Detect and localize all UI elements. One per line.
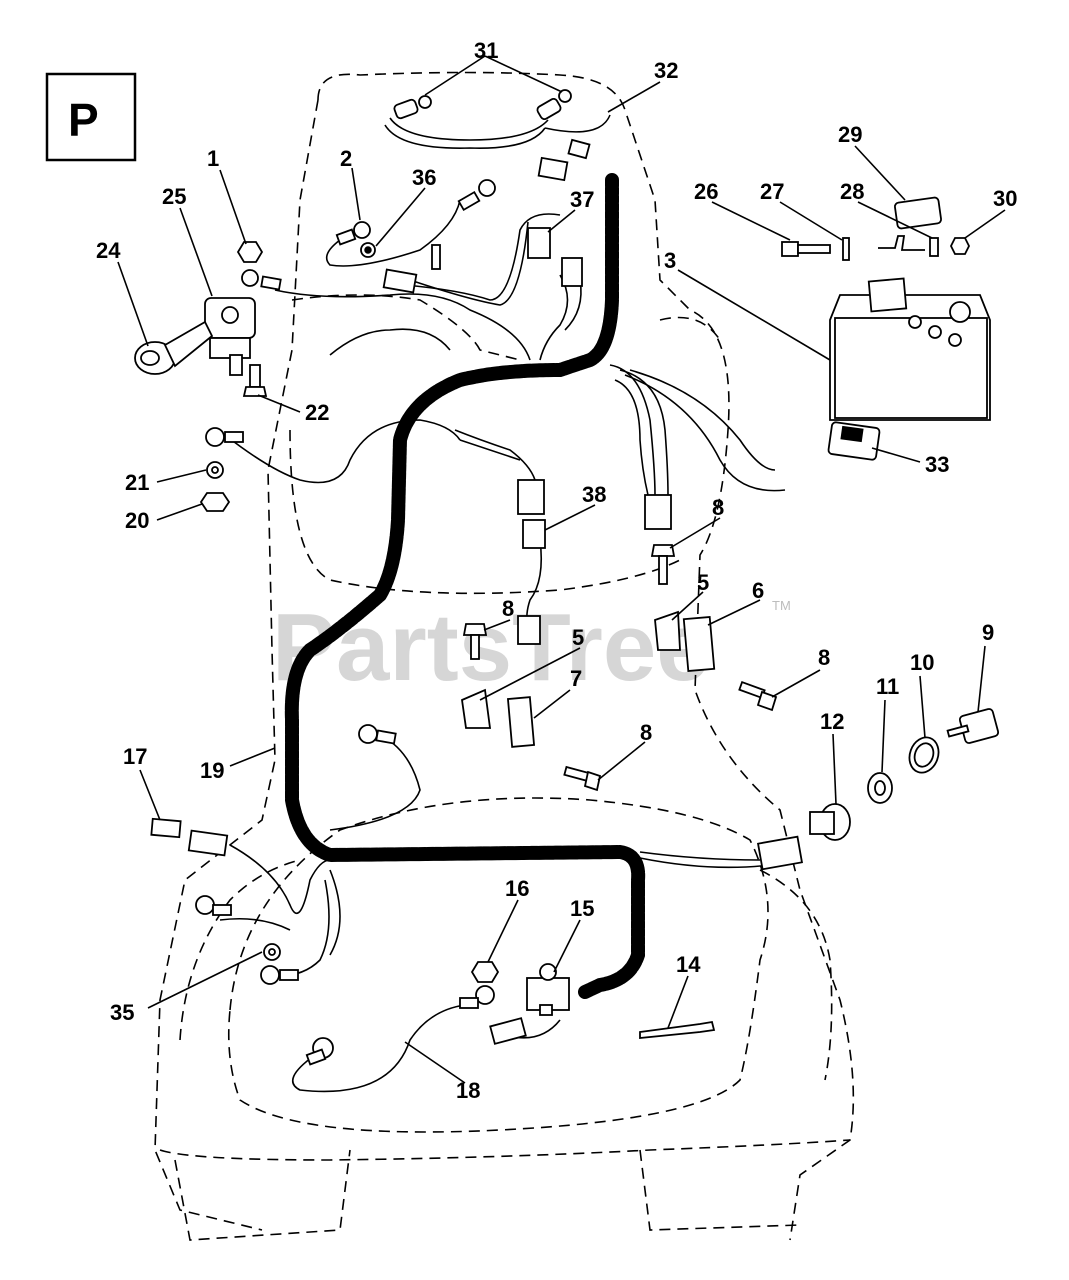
bracket-5b <box>461 688 492 729</box>
callout-1: 1 <box>207 146 219 171</box>
light-switch-33 <box>827 421 881 461</box>
terminal-boot <box>134 320 214 375</box>
callout-36: 36 <box>412 165 436 190</box>
ring-terminal-21a <box>205 427 225 447</box>
connector-12 <box>757 835 803 871</box>
callout-5b: 5 <box>572 625 584 650</box>
connector-32a <box>537 156 569 182</box>
callout-17: 17 <box>123 744 147 769</box>
callout-15: 15 <box>570 896 594 921</box>
connector-38c <box>644 494 672 530</box>
bolt-8b <box>462 623 488 660</box>
bracket-5a <box>654 610 681 651</box>
leader-lines <box>117 55 1006 1084</box>
callout-3: 3 <box>664 248 676 273</box>
section-badge: P <box>45 72 137 162</box>
nut-16 <box>470 961 500 983</box>
connector-32b <box>567 138 591 160</box>
terminal-28 <box>929 237 939 257</box>
plug-small <box>431 244 441 270</box>
ring-terminal-2 <box>335 221 371 246</box>
watermark: PartsTree <box>272 594 710 701</box>
pto-switch-15 <box>526 963 570 1016</box>
callout-26: 26 <box>694 179 718 204</box>
callout-20: 20 <box>125 508 149 533</box>
connector-38a <box>517 479 545 515</box>
washer-27 <box>842 237 850 261</box>
coiled-harness <box>284 173 646 999</box>
callout-10: 10 <box>910 650 934 675</box>
ring-terminal-lower-a <box>195 895 215 915</box>
callout-labels: 31 32 29 1 2 36 25 37 26 27 28 30 24 3 2… <box>96 38 1017 1103</box>
bolt-8a <box>650 544 676 585</box>
battery-pad-29 <box>894 196 942 230</box>
headlight-bulb-right <box>536 89 572 120</box>
ignition-switch-12 <box>809 803 851 841</box>
bolt-8c <box>738 680 778 712</box>
callout-11: 11 <box>876 674 899 699</box>
callout-12: 12 <box>820 709 844 734</box>
section-letter: P <box>68 94 99 146</box>
callout-21: 21 <box>125 470 149 495</box>
ring-terminal-35 <box>260 965 280 985</box>
callout-14: 14 <box>676 952 701 977</box>
callout-18: 18 <box>456 1078 480 1103</box>
ignition-key-9 <box>946 708 1000 744</box>
callout-2: 2 <box>340 146 352 171</box>
callout-22: 22 <box>305 400 329 425</box>
callout-31: 31 <box>474 38 498 63</box>
bolt-8d <box>563 765 602 792</box>
seat-switch-6 <box>682 615 716 673</box>
callout-16: 16 <box>505 876 529 901</box>
nut-20 <box>199 492 231 512</box>
callout-8b: 8 <box>502 596 514 621</box>
nut-30 <box>949 237 971 255</box>
connector-38d <box>517 615 541 645</box>
callout-9: 9 <box>982 620 994 645</box>
callout-29: 29 <box>838 122 862 147</box>
connector-38b <box>522 519 546 549</box>
fuse-holder <box>187 829 229 857</box>
headlight-bulb-left <box>393 95 432 120</box>
watermark-tm: TM <box>772 598 791 613</box>
callout-8a: 8 <box>712 495 724 520</box>
battery-bolt-26 <box>781 241 831 257</box>
bolt-22 <box>242 364 268 397</box>
callout-28: 28 <box>840 179 864 204</box>
callout-8d: 8 <box>640 720 652 745</box>
callout-5a: 5 <box>697 570 709 595</box>
callout-38: 38 <box>582 482 606 507</box>
callout-37: 37 <box>570 187 594 212</box>
starter-solenoid <box>204 297 256 376</box>
connector-15 <box>489 1017 527 1045</box>
callout-24: 24 <box>96 238 121 263</box>
callout-30: 30 <box>993 186 1017 211</box>
ring-terminal-36 <box>360 179 496 258</box>
connector-37b <box>561 257 583 287</box>
battery <box>829 277 991 421</box>
callout-25: 25 <box>162 184 186 209</box>
callout-35: 35 <box>110 1000 134 1025</box>
callout-33: 33 <box>925 452 949 477</box>
fuse-17 <box>150 817 182 839</box>
plug-flat <box>382 268 418 294</box>
cable-tie-14 <box>639 1020 716 1039</box>
callout-27: 27 <box>760 179 784 204</box>
nut-1 <box>236 241 264 263</box>
ring-terminal-18a <box>475 985 495 1005</box>
callout-6: 6 <box>752 578 764 603</box>
parts <box>134 89 1000 1066</box>
ring-terminal-upper <box>358 724 378 744</box>
callout-7: 7 <box>570 666 582 691</box>
ring-terminal-1 <box>241 269 259 287</box>
connector-37a <box>527 227 551 259</box>
callout-32: 32 <box>654 58 678 83</box>
callout-8c: 8 <box>818 645 830 670</box>
callout-19: 19 <box>200 758 224 783</box>
brake-switch-7 <box>506 696 536 748</box>
